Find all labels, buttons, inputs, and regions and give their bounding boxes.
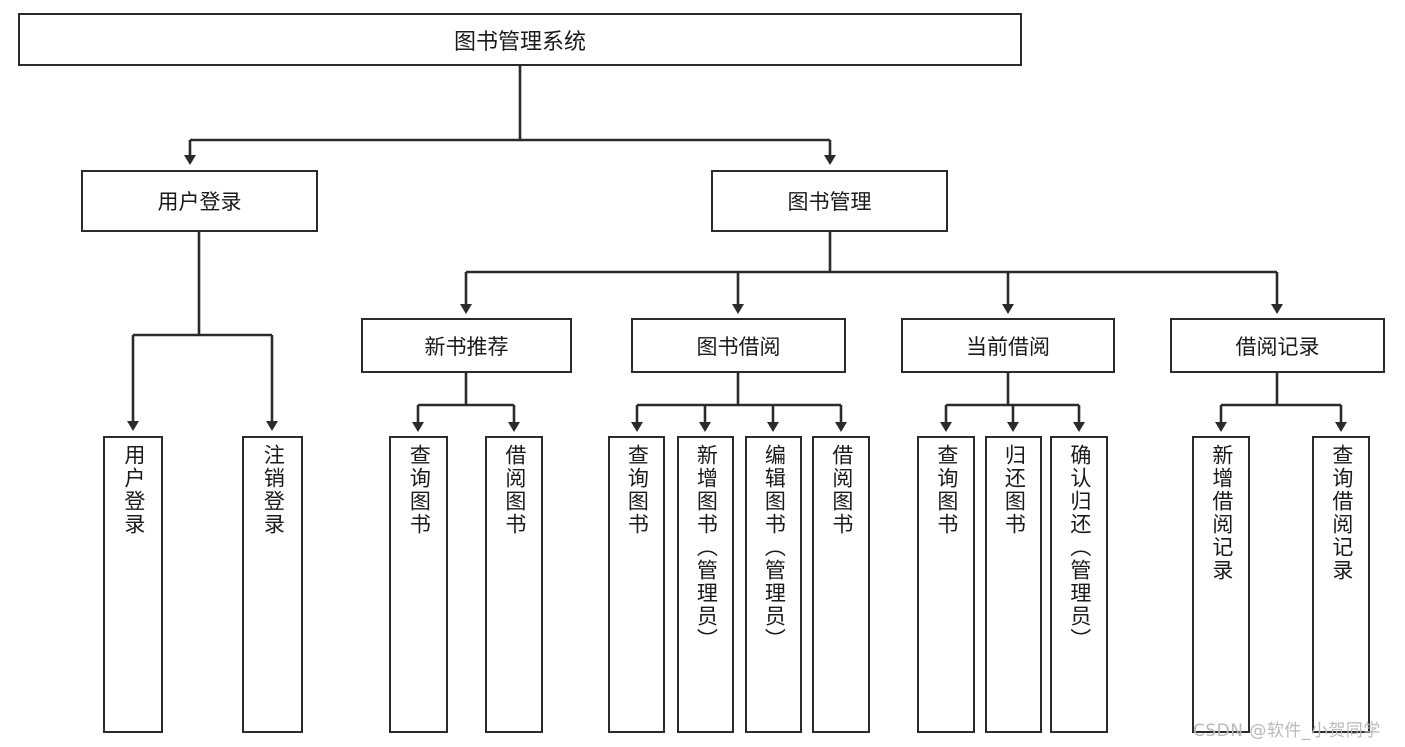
- node-root-label: 图书管理系统: [453, 29, 586, 55]
- leaf-node-label: 查询图书: [625, 444, 650, 536]
- leaf-node-label: 编辑图书（管理员）: [762, 444, 787, 651]
- node-current-borrow-label: 当前借阅: [966, 334, 1050, 359]
- leaf-node[interactable]: 查询图书: [917, 436, 975, 733]
- leaf-node[interactable]: 用户登录: [103, 436, 163, 733]
- leaf-node[interactable]: 查询借阅记录: [1312, 436, 1370, 733]
- leaf-node[interactable]: 查询图书: [608, 436, 665, 733]
- node-book-management[interactable]: 图书管理: [711, 170, 948, 232]
- node-user-login[interactable]: 用户登录: [81, 170, 318, 232]
- leaf-node-label: 新增图书（管理员）: [694, 444, 719, 651]
- node-book-borrow[interactable]: 图书借阅: [631, 318, 846, 373]
- leaf-node-label: 查询借阅记录: [1329, 444, 1354, 582]
- node-current-borrow[interactable]: 当前借阅: [901, 318, 1115, 373]
- node-book-management-label: 图书管理: [787, 190, 872, 214]
- node-book-borrow-label: 图书借阅: [696, 334, 781, 359]
- leaf-node-label: 查询图书: [407, 444, 432, 536]
- leaf-node-label: 查询图书: [934, 444, 959, 536]
- leaf-node[interactable]: 查询图书: [389, 436, 448, 733]
- watermark-text: CSDN @软件_小贺同学: [1193, 721, 1381, 741]
- leaf-node-label: 新增借阅记录: [1209, 444, 1234, 582]
- leaf-node[interactable]: 借阅图书: [485, 436, 543, 733]
- node-borrow-record-label: 借阅记录: [1235, 334, 1320, 359]
- leaf-node-label: 借阅图书: [829, 444, 854, 536]
- leaf-node[interactable]: 借阅图书: [812, 436, 870, 733]
- leaf-node[interactable]: 确认归还（管理员）: [1050, 436, 1108, 733]
- node-new-book-recommend[interactable]: 新书推荐: [361, 318, 572, 373]
- node-new-book-recommend-label: 新书推荐: [424, 334, 509, 359]
- node-root[interactable]: 图书管理系统: [18, 13, 1022, 66]
- leaf-node-label: 用户登录: [121, 444, 146, 536]
- leaf-node-label: 借阅图书: [502, 444, 527, 536]
- node-borrow-record[interactable]: 借阅记录: [1170, 318, 1385, 373]
- node-user-login-label: 用户登录: [157, 190, 242, 214]
- leaf-node[interactable]: 编辑图书（管理员）: [745, 436, 802, 733]
- leaf-node[interactable]: 新增借阅记录: [1192, 436, 1250, 733]
- leaf-node-label: 注销登录: [261, 444, 286, 536]
- leaf-node[interactable]: 注销登录: [242, 436, 303, 733]
- leaf-node[interactable]: 新增图书（管理员）: [677, 436, 734, 733]
- leaf-node-label: 确认归还（管理员）: [1067, 444, 1092, 651]
- leaf-node[interactable]: 归还图书: [985, 436, 1042, 733]
- leaf-node-label: 归还图书: [1002, 444, 1027, 536]
